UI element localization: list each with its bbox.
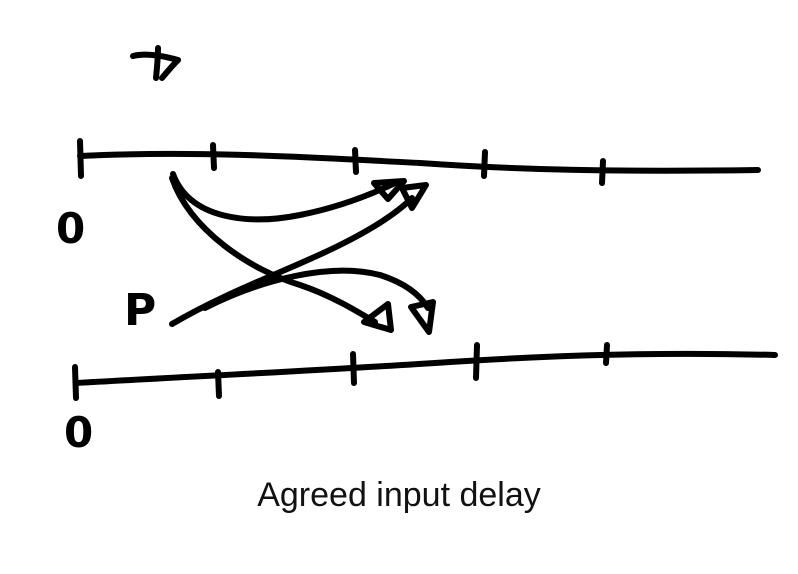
- player-a-mark: A: [130, 45, 181, 81]
- bottom-tick-1: [215, 369, 222, 399]
- top-tick-3: [481, 149, 488, 179]
- diagram-caption: Agreed input delay: [257, 476, 541, 514]
- top-origin-tick: [77, 138, 84, 179]
- top-timeline-axis: [77, 150, 761, 174]
- top-timeline: 0: [56, 138, 761, 253]
- top-tick-1: [210, 142, 217, 171]
- arrow-top-loop: [170, 171, 398, 223]
- peer-label: P: [124, 285, 156, 336]
- arrowhead-p-to-top: [399, 182, 429, 211]
- input-arrows: [169, 171, 436, 335]
- arrowhead-p-to-bottom: [408, 299, 436, 335]
- arrowhead-top-to-bottom: [361, 301, 394, 333]
- arrowhead-top-loop: [371, 178, 407, 202]
- bottom-origin-tick: [72, 364, 79, 401]
- bottom-tick-4: [603, 342, 610, 366]
- top-tick-4: [599, 158, 606, 186]
- bottom-timeline: 0: [64, 342, 778, 457]
- arrow-p-to-bottom: [202, 267, 431, 311]
- bottom-origin-label: 0: [64, 408, 93, 457]
- bottom-timeline-axis: [73, 350, 778, 386]
- bottom-tick-3: [473, 342, 480, 381]
- top-tick-2: [352, 147, 359, 175]
- top-origin-label: 0: [56, 204, 85, 253]
- bottom-tick-2: [350, 351, 357, 386]
- arrow-top-to-bottom: [169, 175, 378, 325]
